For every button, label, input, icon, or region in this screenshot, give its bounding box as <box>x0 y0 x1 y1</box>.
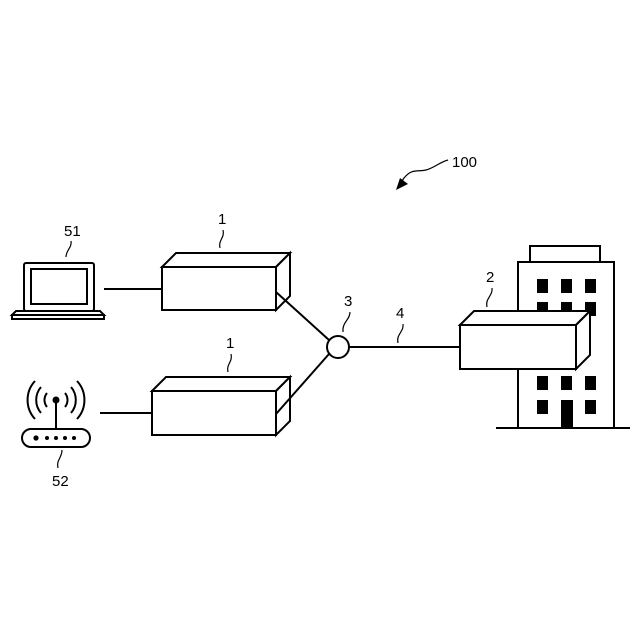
fiber-leader <box>398 324 403 343</box>
onu-lower-label: 1 <box>226 335 234 352</box>
onu-upper-label: 1 <box>218 211 226 228</box>
laptop-leader <box>66 241 71 257</box>
router-leader <box>58 450 62 468</box>
laptop-icon <box>12 263 104 319</box>
olt-label: 2 <box>486 269 494 286</box>
splitter-label: 3 <box>344 293 352 310</box>
onu-upper <box>162 253 290 310</box>
arrow-head-icon <box>396 178 408 190</box>
splitter-leader <box>343 312 350 332</box>
wireless-router-icon <box>22 381 90 447</box>
upper-branch-fiber <box>276 292 329 340</box>
onu-upper-leader <box>220 230 224 248</box>
fiber-label: 4 <box>396 305 404 322</box>
splitter-icon <box>327 336 349 358</box>
onu-lower <box>152 377 290 435</box>
onu-lower-leader <box>228 354 232 372</box>
router-label: 52 <box>52 473 69 490</box>
system-leader-arrow <box>400 160 448 184</box>
olt-leader <box>487 288 492 307</box>
system-label: 100 <box>452 154 477 171</box>
system-reference: 100 <box>396 154 477 190</box>
olt-box <box>460 311 590 369</box>
laptop-label: 51 <box>64 223 81 240</box>
